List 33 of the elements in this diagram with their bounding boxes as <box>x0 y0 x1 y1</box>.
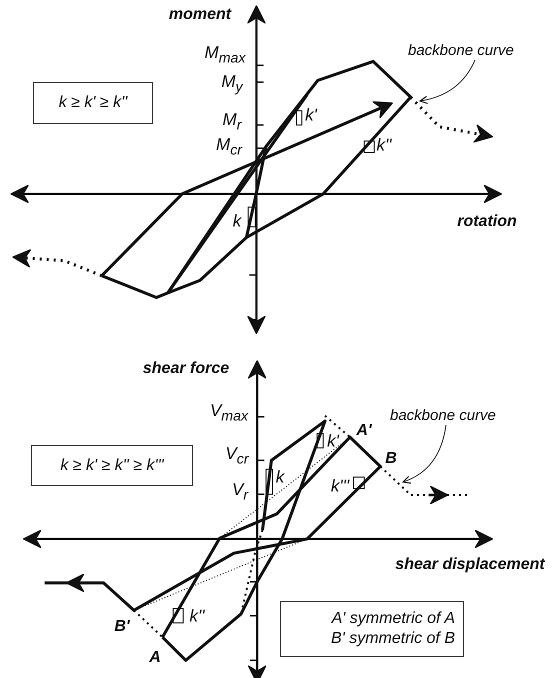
note-text: A' symmetric of A <box>332 609 455 629</box>
axis-title: rotation <box>457 214 517 230</box>
stiffness-label: k <box>276 468 284 486</box>
leader-line <box>419 60 476 104</box>
stiffness-label: k'' <box>190 608 204 624</box>
stiffness-label: k' <box>305 106 317 124</box>
point-label: B' <box>114 619 130 635</box>
stiffness-label: k <box>232 212 242 230</box>
axis-value-label: V$_{max}$ <box>210 402 248 424</box>
point-label: B <box>385 451 397 467</box>
axis-value-label: M$_{max}$ <box>204 44 246 66</box>
axis-title: shear displacement <box>395 557 545 573</box>
note-text: k ≥ k' ≥ k'' <box>58 93 128 113</box>
axis-title: shear force <box>142 361 230 377</box>
stiffness-label: k''' <box>330 478 350 494</box>
axis-title: moment <box>168 7 232 23</box>
note-text: k ≥ k' ≥ k'' ≥ k''' <box>60 456 164 476</box>
stiffness-label: k'' <box>376 136 392 154</box>
annotation-text: backbone curve <box>408 42 514 59</box>
axis-value-label: M$_{cr}$ <box>216 136 242 158</box>
axis-value-label: V$_{cr}$ <box>225 445 249 467</box>
axis-value-label: M$_{r}$ <box>222 111 242 133</box>
point-label: A <box>149 650 161 666</box>
note-box <box>31 445 193 486</box>
point-label: A' <box>356 423 372 439</box>
axis-value-label: V$_{r}$ <box>232 481 248 503</box>
note-text: B' symmetric of B <box>331 629 455 649</box>
note-box <box>280 601 464 657</box>
annotation-text: backbone curve <box>390 407 496 424</box>
note-box <box>33 82 153 124</box>
stiffness-label: k' <box>327 432 339 450</box>
axis-value-label: M$_{y}$ <box>221 73 243 95</box>
leader-line <box>402 424 446 484</box>
